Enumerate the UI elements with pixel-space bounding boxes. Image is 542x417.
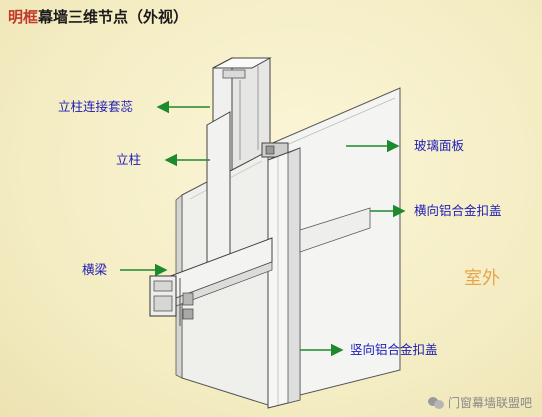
mullion-body xyxy=(206,111,231,266)
title-rest: 幕墙三维节点（外视） xyxy=(38,8,189,26)
label-mullion: 立柱 xyxy=(116,152,142,167)
vertical-cover-side xyxy=(287,147,301,404)
label-transom: 横梁 xyxy=(82,262,108,277)
label-mullion-sleeve: 立柱连接套蕊 xyxy=(58,99,134,114)
wechat-icon xyxy=(427,396,444,409)
mullion-sleeve-top xyxy=(212,57,272,69)
page-title: 明框幕墙三维节点（外视） xyxy=(8,6,188,27)
watermark: 门窗幕墙联盟吧 xyxy=(427,394,532,411)
label-vertical-cover: 竖向铝合金扣盖 xyxy=(350,342,438,357)
watermark-text: 门窗幕墙联盟吧 xyxy=(447,396,532,410)
side-label-outdoor: 室外 xyxy=(464,268,500,289)
title-highlight: 明框 xyxy=(8,8,39,26)
label-glass-panel: 玻璃面板 xyxy=(414,138,465,153)
horizontal-cover-right xyxy=(299,207,371,253)
label-horizontal-cover: 横向铝合金扣盖 xyxy=(414,203,502,218)
